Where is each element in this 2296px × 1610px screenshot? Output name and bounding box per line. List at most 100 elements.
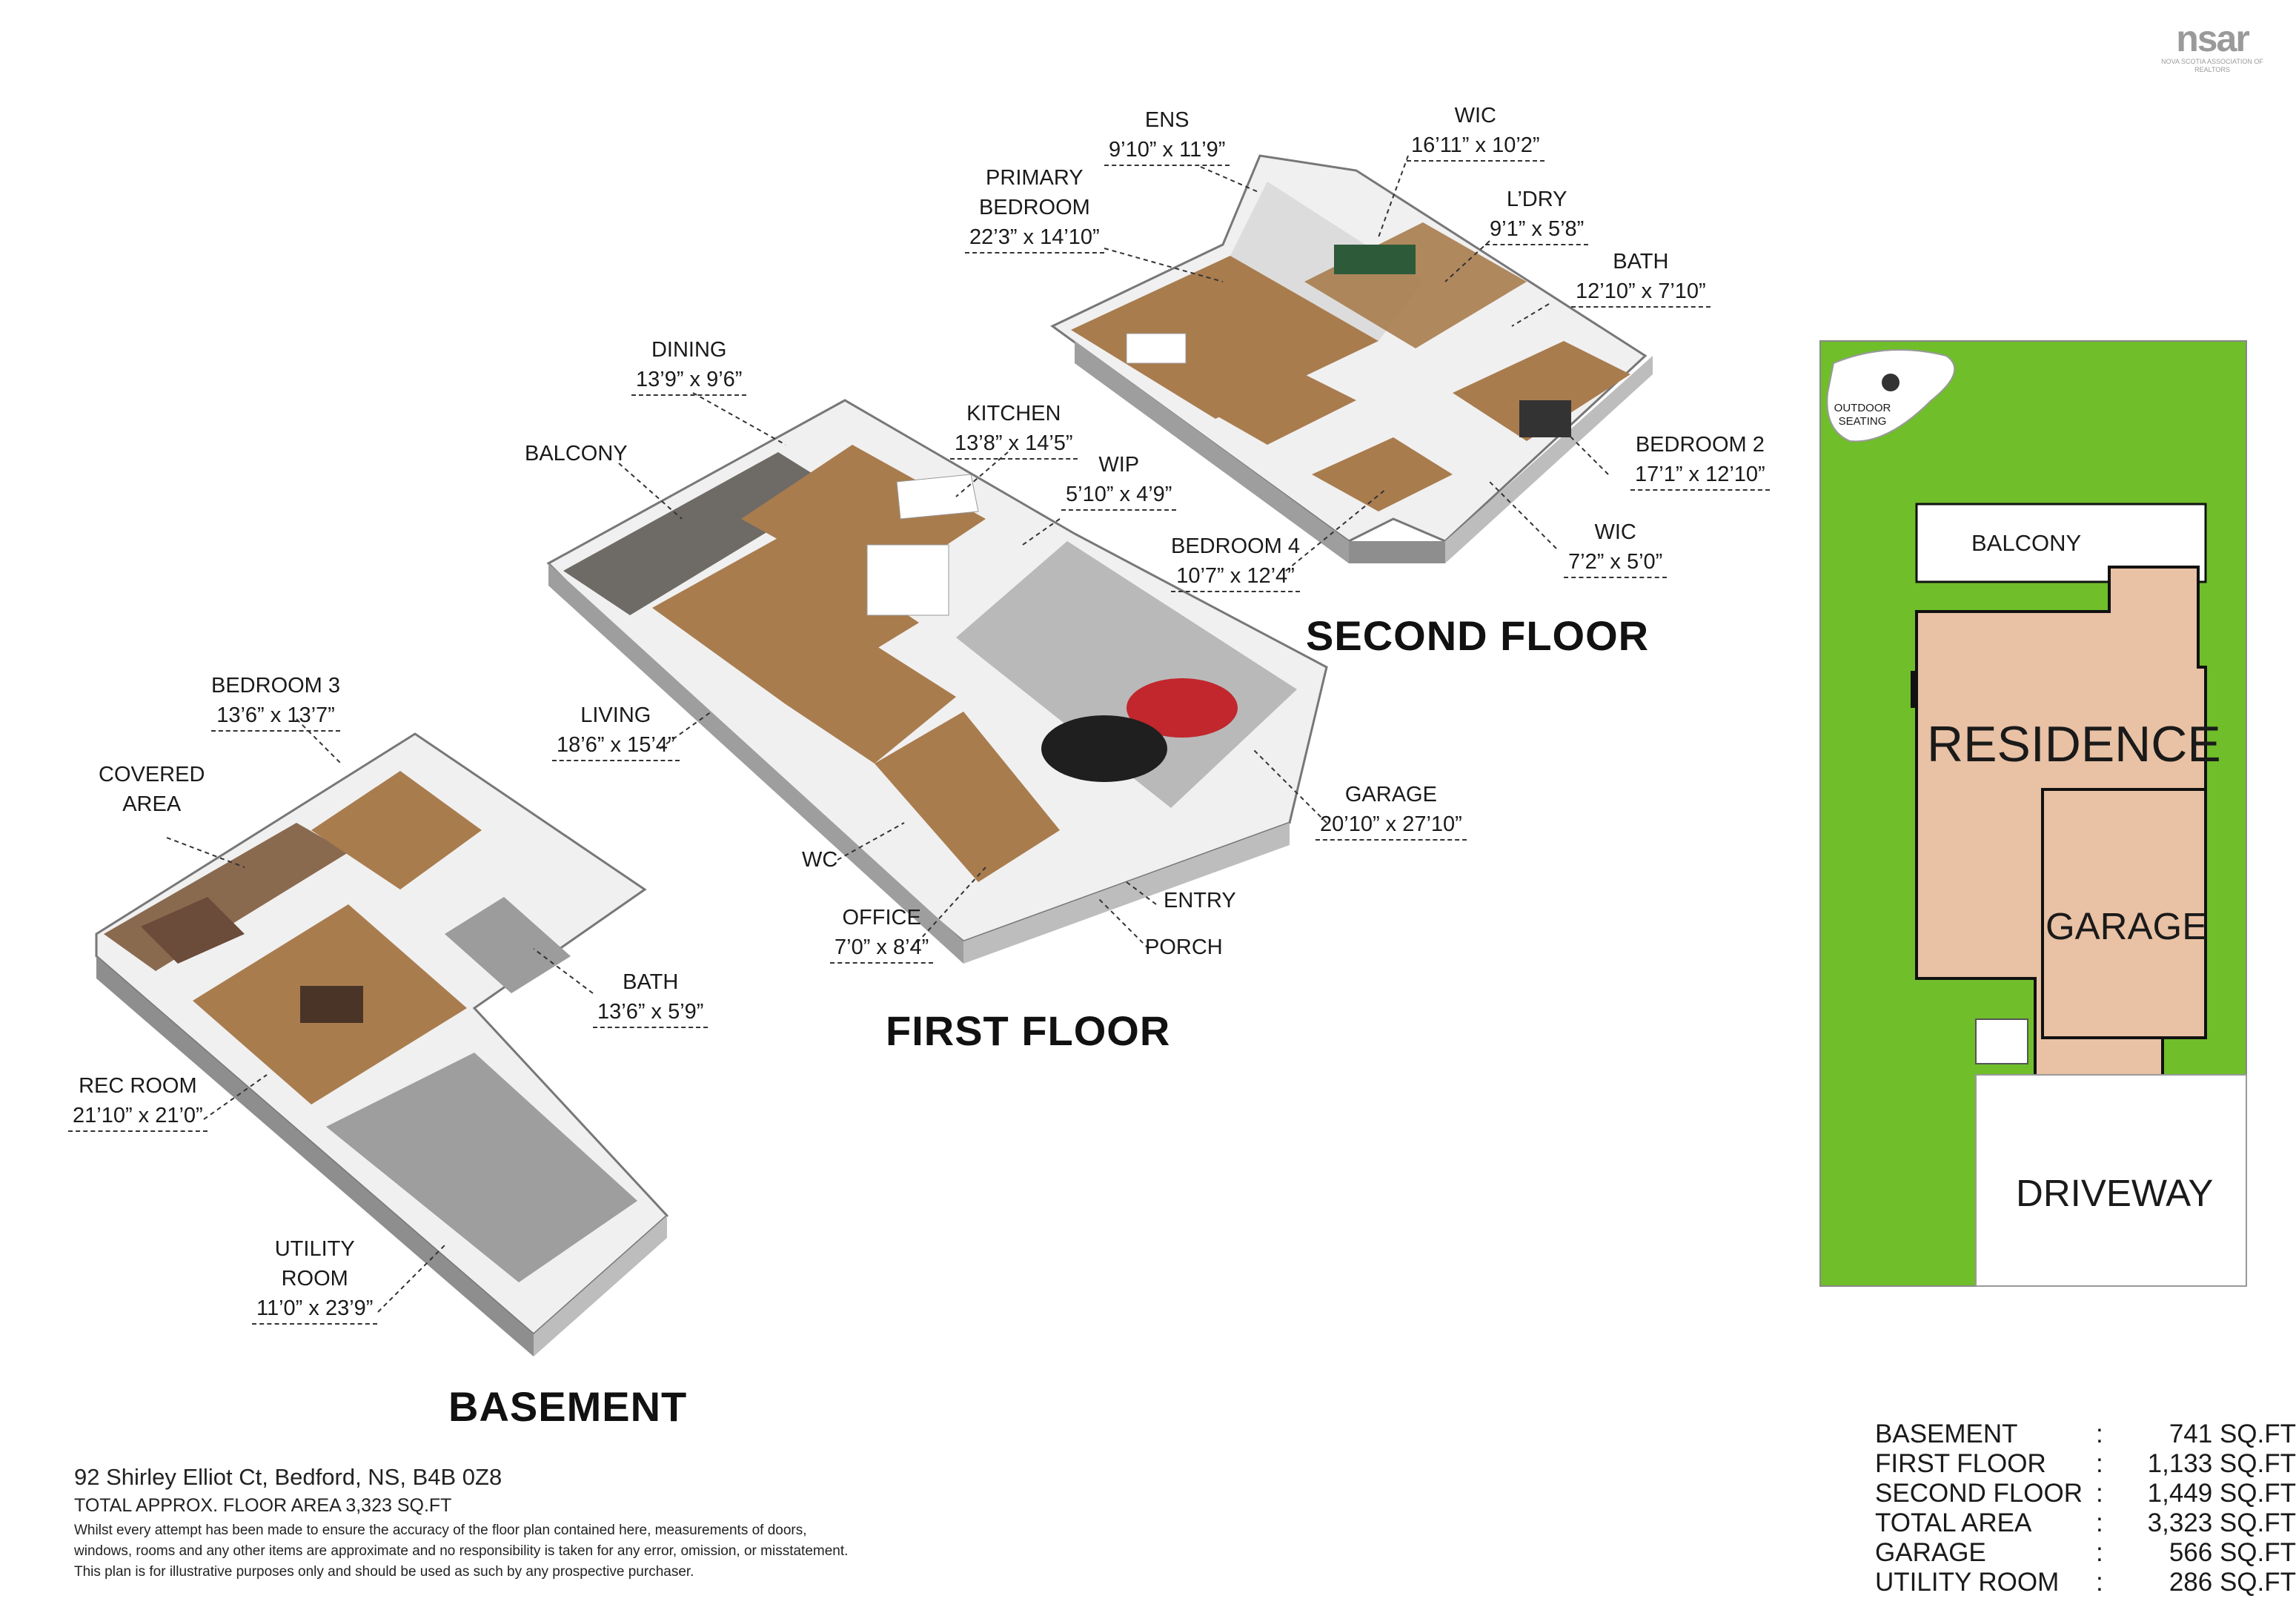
- area-row: TOTAL AREA : 3,323 SQ.FT: [1875, 1508, 2296, 1538]
- room-dimension: 13’8” x 14’5”: [950, 428, 1078, 460]
- site-outdoor-label-1: OUTDOOR: [1834, 402, 1891, 414]
- room-label-rec-room: REC ROOM 21’10” x 21’0”: [68, 1071, 208, 1132]
- area-value: 566 SQ.FT: [2169, 1538, 2296, 1567]
- room-dimension: 9’1” x 5’8”: [1485, 214, 1589, 245]
- area-name: BASEMENT: [1875, 1419, 2018, 1448]
- balcony-railing: [1911, 671, 1918, 708]
- room-name: WIP: [1098, 453, 1140, 477]
- site-balcony-label: BALCONY: [1971, 530, 2082, 556]
- room-name: L’DRY: [1506, 188, 1567, 211]
- room-name: WC: [802, 848, 838, 872]
- room-name: DINING: [651, 338, 727, 362]
- area-row: BASEMENT : 741 SQ.FT: [1875, 1419, 2296, 1449]
- room-dimension: 10’7” x 12’4”: [1171, 561, 1301, 592]
- room-dimension: 20’10” x 27’10”: [1315, 809, 1467, 841]
- room-name: KITCHEN: [966, 402, 1061, 425]
- property-address: 92 Shirley Elliot Ct, Bedford, NS, B4B 0…: [74, 1464, 502, 1490]
- area-row: UTILITY ROOM : 286 SQ.FT: [1875, 1568, 2296, 1597]
- area-separator: :: [2096, 1508, 2103, 1537]
- area-separator: :: [2096, 1419, 2103, 1448]
- room-name: PRIMARY: [986, 166, 1084, 190]
- disclaimer-line-3: This plan is for illustrative purposes o…: [74, 1564, 694, 1580]
- floor-title-second: SECOND FLOOR: [1306, 612, 1650, 659]
- entry-steps: [1975, 1018, 2028, 1064]
- room-name-line2: AREA: [122, 792, 182, 816]
- area-row: GARAGE : 566 SQ.FT: [1875, 1538, 2296, 1568]
- garage-footprint: [2041, 788, 2207, 1039]
- room-dimension: 13’6” x 13’7”: [211, 700, 341, 732]
- room-label-wc: WC: [802, 845, 837, 875]
- room-label-garage: GARAGE 20’10” x 27’10”: [1315, 780, 1467, 841]
- floor-title-basement: BASEMENT: [448, 1383, 688, 1430]
- room-label-office: OFFICE 7’0” x 8’4”: [830, 903, 934, 964]
- room-label-bedroom-4: BEDROOM 4 10’7” x 12’4”: [1171, 531, 1301, 592]
- room-name: OFFICE: [842, 906, 921, 930]
- room-label-wip: WIP 5’10” x 4’9”: [1061, 450, 1177, 511]
- total-floor-area: TOTAL APPROX. FLOOR AREA 3,323 SQ.FT: [74, 1495, 452, 1516]
- area-separator: :: [2096, 1568, 2103, 1597]
- basement-model: [95, 732, 669, 1356]
- area-name: SECOND FLOOR: [1875, 1479, 2083, 1508]
- area-summary-table: BASEMENT : 741 SQ.FT FIRST FLOOR : 1,133…: [1875, 1419, 2296, 1597]
- room-name: ENS: [1144, 108, 1190, 132]
- area-row: FIRST FLOOR : 1,133 SQ.FT: [1875, 1449, 2296, 1479]
- room-name: WIC: [1594, 520, 1636, 544]
- area-value: 741 SQ.FT: [2169, 1419, 2296, 1448]
- room-dimension: 17’1” x 12’10”: [1630, 460, 1770, 491]
- room-label-covered-area: COVERED AREA: [99, 760, 205, 819]
- disclaimer: Whilst every attempt has been made to en…: [74, 1520, 1001, 1583]
- room-label-porch: PORCH: [1145, 932, 1223, 962]
- site-driveway-label: DRIVEWAY: [2016, 1172, 2214, 1214]
- room-name: UTILITY: [274, 1237, 355, 1261]
- outdoor-seating-area: [1826, 349, 1956, 443]
- room-dimension: 13’9” x 9’6”: [631, 365, 747, 396]
- logo-text: nsar: [2176, 18, 2250, 59]
- room-label-primary-bedroom: PRIMARY BEDROOM 22’3” x 14’10”: [965, 163, 1104, 254]
- site-plan: [1819, 340, 2247, 1287]
- room-label-ens: ENS 9’10” x 11’9”: [1104, 105, 1230, 166]
- room-name: LIVING: [580, 703, 651, 727]
- floor-title-first: FIRST FLOOR: [886, 1007, 1171, 1054]
- area-name: TOTAL AREA: [1875, 1508, 2032, 1537]
- driveway-area: [1975, 1074, 2247, 1287]
- disclaimer-line-1: Whilst every attempt has been made to en…: [74, 1523, 807, 1538]
- site-residence-label: RESIDENCE: [1927, 716, 2221, 772]
- room-dimension: 5’10” x 4’9”: [1061, 480, 1177, 511]
- area-row: SECOND FLOOR : 1,449 SQ.FT: [1875, 1479, 2296, 1508]
- room-name: BEDROOM 4: [1171, 534, 1301, 558]
- room-name: BATH: [623, 970, 679, 994]
- room-label-entry: ENTRY: [1164, 886, 1236, 915]
- area-separator: :: [2096, 1479, 2103, 1508]
- room-name: REC ROOM: [79, 1074, 197, 1098]
- room-name: COVERED: [99, 763, 205, 786]
- area-separator: :: [2096, 1538, 2103, 1567]
- area-value: 286 SQ.FT: [2169, 1568, 2296, 1597]
- room-label-dining: DINING 13’9” x 9’6”: [631, 335, 747, 396]
- room-dimension: 13’6” x 5’9”: [593, 997, 709, 1028]
- site-outdoor-label-2: SEATING: [1838, 415, 1887, 428]
- nsar-logo: nsar NOVA SCOTIA ASSOCIATION OF REALTORS: [2157, 19, 2268, 74]
- area-separator: :: [2096, 1449, 2103, 1478]
- room-label-bath-second: BATH 12’10” x 7’10”: [1571, 247, 1711, 308]
- area-name: UTILITY ROOM: [1875, 1568, 2060, 1597]
- room-dimension: 22’3” x 14’10”: [965, 222, 1104, 254]
- room-dimension: 18’6” x 15’4”: [552, 730, 680, 761]
- room-dimension: 12’10” x 7’10”: [1571, 276, 1711, 308]
- room-dimension: 7’2” x 5’0”: [1564, 547, 1668, 578]
- room-name: BALCONY: [525, 442, 628, 466]
- room-dimension: 7’0” x 8’4”: [830, 932, 934, 964]
- area-name: GARAGE: [1875, 1538, 1986, 1567]
- area-value: 3,323 SQ.FT: [2147, 1508, 2296, 1537]
- room-label-living: LIVING 18’6” x 15’4”: [552, 700, 680, 761]
- room-dimension: 16’11” x 10’2”: [1407, 130, 1545, 162]
- area-value: 1,449 SQ.FT: [2147, 1479, 2296, 1508]
- site-garage-label: GARAGE: [2046, 905, 2208, 947]
- room-name-line2: BEDROOM: [978, 196, 1090, 219]
- room-label-bedroom-3: BEDROOM 3 13’6” x 13’7”: [211, 671, 341, 732]
- first-floor-model: [546, 399, 1328, 964]
- room-name: GARAGE: [1344, 783, 1437, 806]
- area-name: FIRST FLOOR: [1875, 1449, 2046, 1478]
- room-dimension: 9’10” x 11’9”: [1104, 135, 1230, 166]
- disclaimer-line-2: windows, rooms and any other items are a…: [74, 1543, 849, 1559]
